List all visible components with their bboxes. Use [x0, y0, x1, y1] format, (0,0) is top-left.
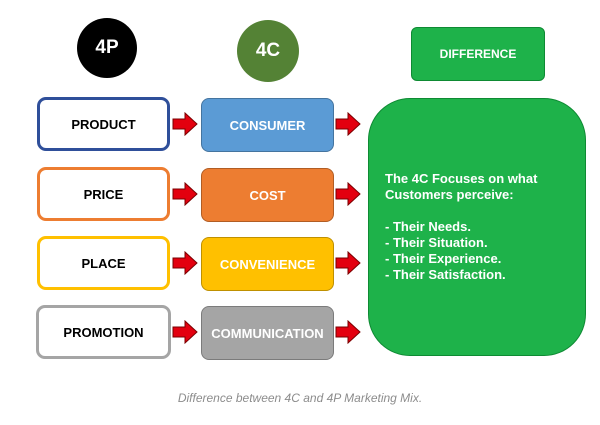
c-box-cost: COST: [201, 168, 334, 222]
arrow-right-icon: [335, 320, 361, 344]
p-label-product: PRODUCT: [71, 116, 136, 132]
difference-intro-line1: The 4C Focuses on what: [385, 171, 538, 186]
c-label-consumer: CONSUMER: [229, 117, 306, 133]
difference-box: The 4C Focuses on what Customers perceiv…: [368, 98, 586, 356]
difference-label: DIFFERENCE: [439, 47, 517, 61]
4p-circle: 4P: [77, 18, 137, 78]
c-label-convenience: CONVENIENCE: [219, 256, 316, 272]
difference-item-situation: - Their Situation.: [385, 235, 488, 250]
p-label-price: PRICE: [83, 186, 124, 202]
figure-caption: Difference between 4C and 4P Marketing M…: [177, 391, 423, 405]
p-box-product: PRODUCT: [37, 97, 170, 151]
arrow-right-icon: [172, 320, 198, 344]
4p-label: 4P: [95, 37, 119, 58]
p-box-promotion: PROMOTION: [36, 305, 171, 359]
c-box-consumer: CONSUMER: [201, 98, 334, 152]
arrow-right-icon: [335, 112, 361, 136]
p-box-place: PLACE: [37, 236, 170, 290]
arrow-right-icon: [335, 182, 361, 206]
c-box-convenience: CONVENIENCE: [201, 237, 334, 291]
arrow-right-icon: [172, 182, 198, 206]
4c-label: 4C: [255, 40, 281, 61]
difference-header: DIFFERENCE: [411, 27, 545, 81]
difference-item-needs: - Their Needs.: [385, 219, 471, 234]
difference-spacer: [385, 203, 575, 219]
arrow-right-icon: [335, 251, 361, 275]
p-label-promotion: PROMOTION: [63, 324, 144, 340]
c-box-communication: COMMUNICATION: [201, 306, 334, 360]
4c-circle: 4C: [237, 20, 299, 82]
arrow-right-icon: [172, 251, 198, 275]
difference-item-experience: - Their Experience.: [385, 251, 502, 266]
c-label-communication: COMMUNICATION: [211, 325, 324, 341]
p-label-place: PLACE: [81, 255, 126, 271]
difference-item-satisfaction: - Their Satisfaction.: [385, 267, 506, 282]
p-box-price: PRICE: [37, 167, 170, 221]
difference-intro-line2: Customers perceive:: [385, 187, 514, 202]
c-label-cost: COST: [249, 187, 286, 203]
arrow-right-icon: [172, 112, 198, 136]
